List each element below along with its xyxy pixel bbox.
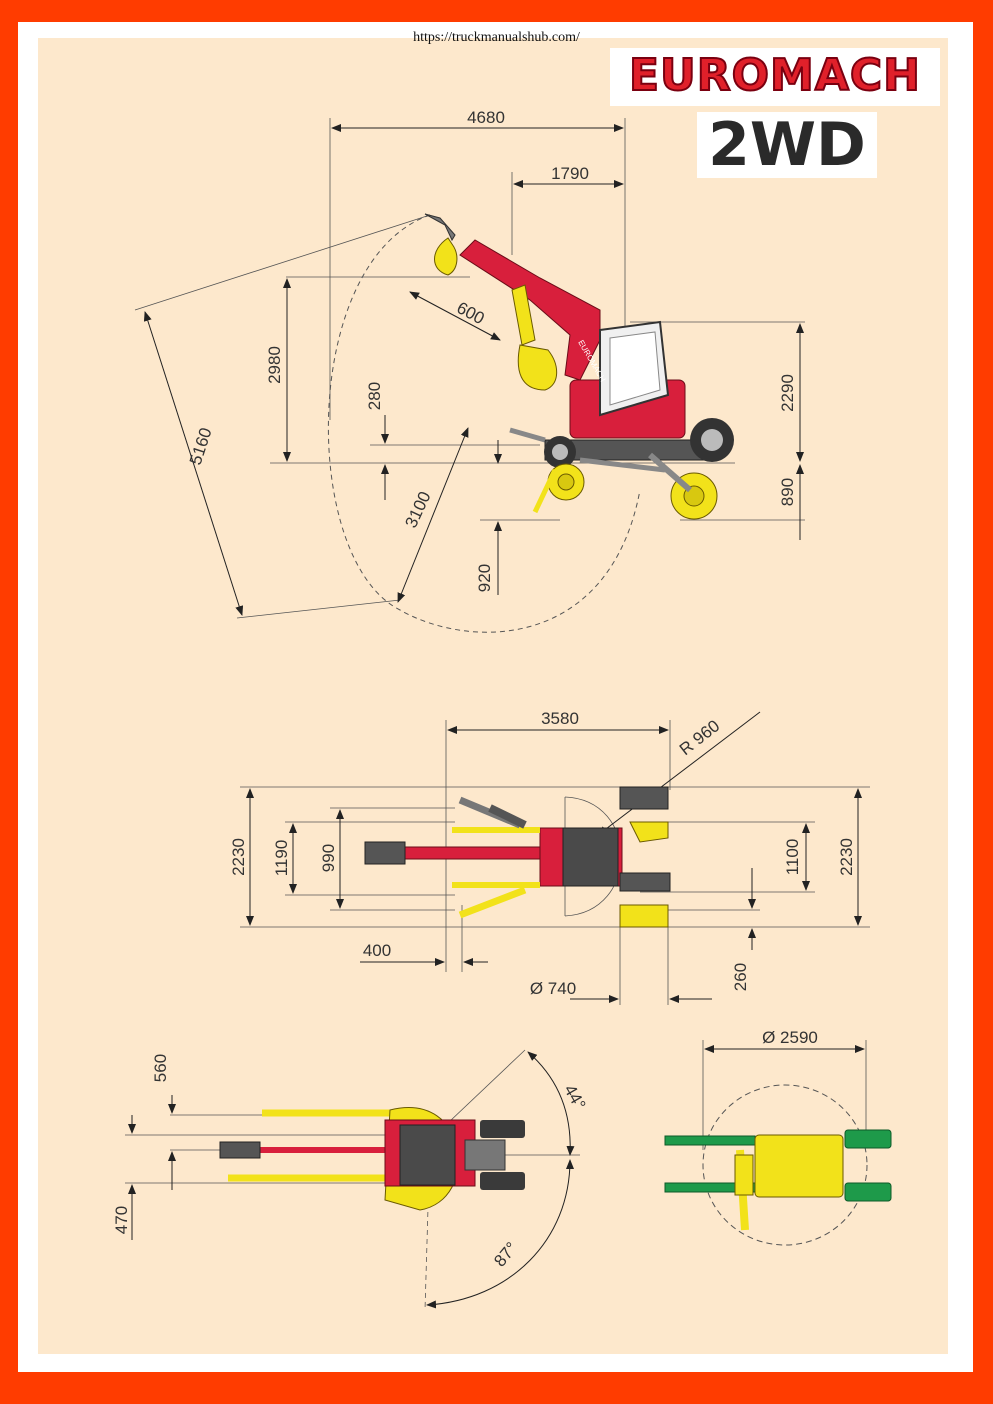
dim-line-r960 <box>597 711 761 836</box>
dim-990: 990 <box>319 844 338 872</box>
turning-circle <box>702 1084 868 1246</box>
dim-470: 470 <box>112 1206 131 1234</box>
dim-2230-right: 2230 <box>837 838 856 876</box>
dim-2590: Ø 2590 <box>762 1028 818 1047</box>
angle-87: 87° <box>490 1239 521 1271</box>
model-name: 2WD <box>708 110 866 180</box>
dim-260: 260 <box>731 963 750 991</box>
dim-2980: 2980 <box>265 346 284 384</box>
dim-line-600 <box>409 291 501 341</box>
excavator-swing <box>219 1107 525 1211</box>
model-badge: 2WD <box>697 110 877 180</box>
dim-890: 890 <box>778 478 797 506</box>
top-view: 3580 R 960 2230 1190 990 1100 2230 400 2… <box>229 709 870 1005</box>
excavator-side: EUROMACH <box>424 213 734 520</box>
brand-logo: EUROMACH <box>610 48 940 106</box>
brand-wordmark: EUROMACH <box>628 49 922 102</box>
dim-line-3100 <box>397 427 469 603</box>
reach-arc <box>327 214 641 633</box>
dim-400: 400 <box>363 941 391 960</box>
side-view: 4680 1790 600 2980 280 2290 890 5160 310… <box>134 108 805 633</box>
dim-r960: R 960 <box>676 716 723 759</box>
dim-2230-left: 2230 <box>229 838 248 876</box>
source-url[interactable]: https://truckmanualshub.com/ <box>413 30 580 45</box>
excavator-top <box>364 786 671 928</box>
dim-1790: 1790 <box>551 164 589 183</box>
dim-5160: 5160 <box>186 425 216 467</box>
dim-1190: 1190 <box>272 840 291 877</box>
arc-44 <box>527 1051 575 1156</box>
arc-87 <box>426 1159 574 1309</box>
swing-view: 560 470 44° 87° <box>112 1049 589 1311</box>
dim-280: 280 <box>365 382 384 410</box>
dim-560: 560 <box>151 1054 170 1082</box>
dim-920: 920 <box>475 564 494 592</box>
dim-line-5160 <box>143 311 244 616</box>
dim-2290: 2290 <box>778 374 797 412</box>
dim-1100: 1100 <box>783 839 802 876</box>
dim-600: 600 <box>454 298 488 328</box>
excavator-turning <box>664 1129 892 1231</box>
dim-4680: 4680 <box>467 108 505 127</box>
turning-view: Ø 2590 <box>664 1028 892 1246</box>
dim-3580: 3580 <box>541 709 579 728</box>
dim-740: Ø 740 <box>530 979 576 998</box>
